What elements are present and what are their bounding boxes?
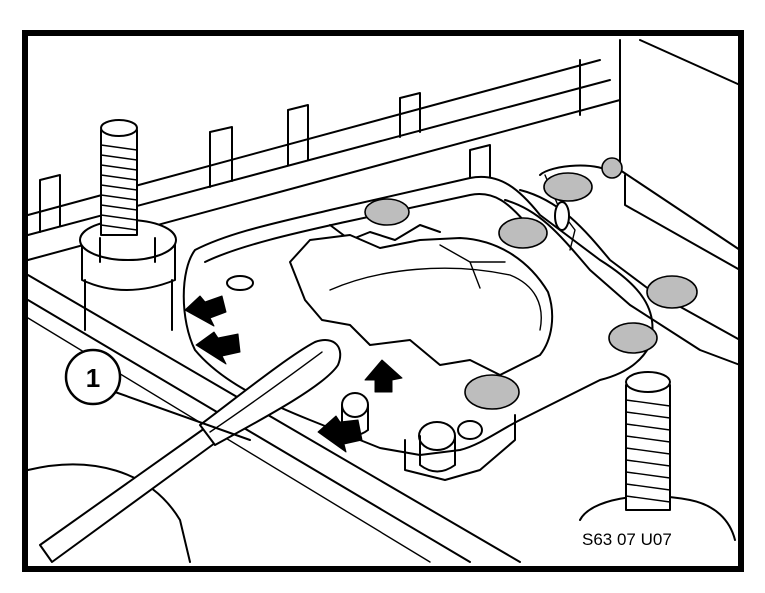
- callout-number: 1: [86, 363, 100, 393]
- pad-7: [464, 374, 520, 410]
- push-arrow-icon: [364, 359, 403, 393]
- pad-3: [543, 172, 593, 202]
- callout-leader: [114, 391, 251, 441]
- illustration: 1 S63 07 U07: [27, 39, 741, 563]
- contact-pads: [364, 157, 698, 410]
- pad-6: [608, 322, 658, 354]
- central-opening: [289, 234, 554, 376]
- push-arrows: [184, 295, 403, 453]
- pad-2: [498, 217, 548, 249]
- pad-1: [364, 198, 410, 226]
- left-stud-bolt: [79, 119, 177, 331]
- housing-lower-edge: [27, 274, 521, 563]
- housing-lower-rail: [27, 299, 471, 563]
- push-arrow-icon: [184, 295, 227, 327]
- housing-floor-line: [27, 463, 191, 563]
- push-arrow-icon: [317, 415, 363, 453]
- callout-circle: [64, 348, 122, 406]
- pad-5: [646, 275, 698, 309]
- figure-code: S63 07 U07: [582, 530, 672, 549]
- right-stud-bolt: [579, 371, 736, 541]
- pad-4: [601, 157, 623, 179]
- push-arrow-icon: [195, 331, 241, 365]
- lever-tool: [39, 339, 342, 563]
- right-strap: [504, 199, 741, 366]
